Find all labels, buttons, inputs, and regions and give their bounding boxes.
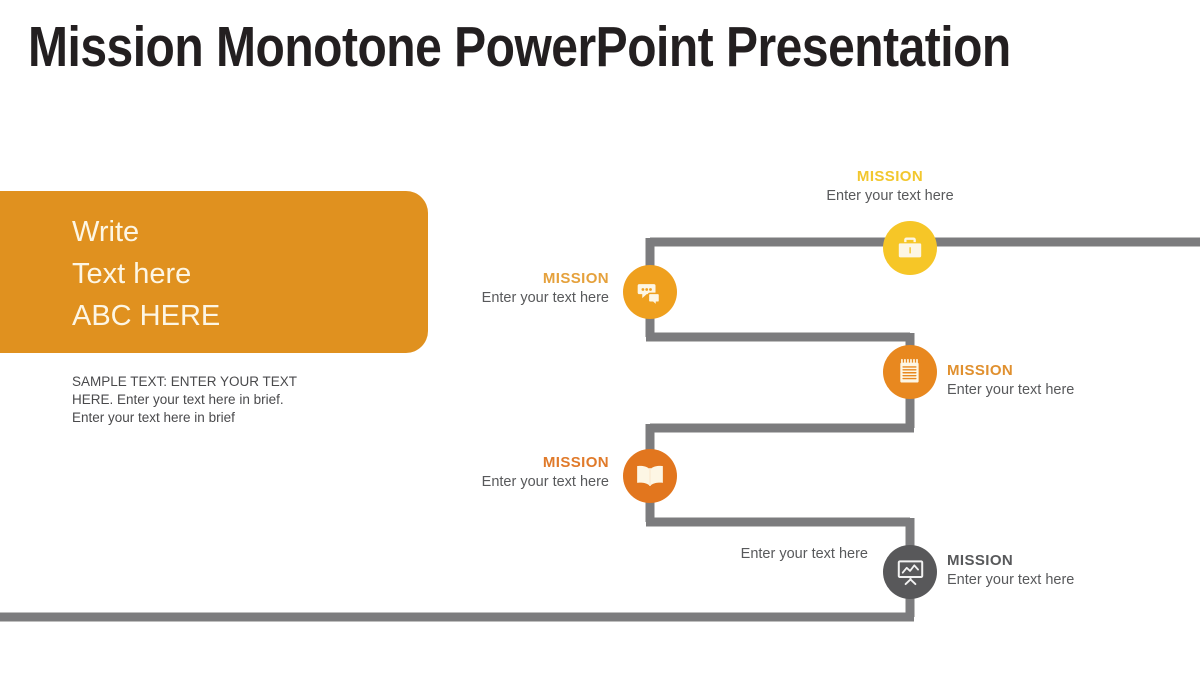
chat-bubbles-icon (636, 278, 665, 307)
sample-text-paragraph: SAMPLE TEXT: ENTER YOUR TEXT HERE. Enter… (72, 374, 297, 425)
notepad-icon (896, 358, 924, 386)
mission-description-chat: Enter your text here (481, 290, 609, 306)
mission-label-book: MISSION (542, 454, 609, 471)
mission-label-notepad: MISSION (947, 362, 1014, 379)
mission-description-notepad: Enter your text here (947, 382, 1075, 398)
node-label-notepad: MISSION Enter your text here (947, 361, 1200, 400)
mission-description-board: Enter your text here (947, 572, 1075, 588)
node-label-briefcase: MISSION Enter your text here (770, 167, 1010, 206)
mission-label-chat: MISSION (542, 270, 609, 287)
open-book-icon (635, 463, 665, 489)
panel-text-block: Write Text here ABC HERE (72, 211, 402, 337)
node-label-chat: MISSION Enter your text here (349, 269, 609, 308)
presentation-board-icon (896, 558, 925, 587)
node-circle-notepad[interactable] (883, 345, 937, 399)
panel-line-2: Text here (72, 258, 192, 290)
briefcase-icon (896, 234, 924, 262)
page-title: Mission Monotone PowerPoint Presentation (28, 16, 1011, 79)
node-label-board: MISSION Enter your text here (947, 551, 1200, 590)
panel-line-1: Write (72, 216, 140, 248)
node-circle-briefcase[interactable] (883, 221, 937, 275)
mission-description-board-extra: Enter your text here (740, 546, 868, 562)
mission-label-board: MISSION (947, 552, 1014, 569)
node-circle-book[interactable] (623, 449, 677, 503)
orange-callout-panel: Write Text here ABC HERE (0, 191, 428, 353)
node-circle-board[interactable] (883, 545, 937, 599)
node-label-book: MISSION Enter your text here (349, 453, 609, 492)
mission-label-briefcase: MISSION (856, 168, 924, 185)
mission-description-book: Enter your text here (481, 474, 609, 490)
panel-line-3: ABC HERE (72, 300, 221, 332)
mission-description-briefcase: Enter your text here (826, 188, 954, 204)
node-circle-chat[interactable] (623, 265, 677, 319)
